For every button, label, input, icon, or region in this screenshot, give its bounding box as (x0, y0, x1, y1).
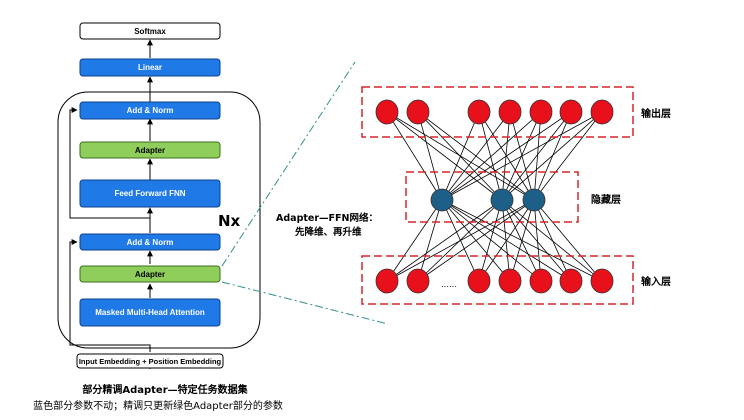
edge-input-2-hidden-2 (478, 199, 535, 282)
edge-input-1-hidden-0 (417, 199, 443, 282)
flow-arrows (69, 39, 153, 369)
edge-input-3-hidden-2 (509, 199, 535, 282)
hidden-node-1 (490, 188, 514, 212)
edge-hidden-2-output-6 (533, 111, 603, 201)
edge-hidden-0-output-1 (417, 111, 443, 201)
hidden-layer-label: 隐藏层 (591, 193, 621, 206)
edge-hidden-2-output-3 (509, 111, 535, 201)
nx-label: Nx (218, 212, 241, 230)
network-nodes (375, 99, 614, 294)
edge-input-2-hidden-1 (478, 199, 503, 282)
input-node-2 (467, 268, 491, 294)
input-node-4 (529, 268, 553, 294)
adapter-top-label: Adapter (135, 146, 165, 155)
input-layer-box (361, 255, 634, 305)
output-node-4 (529, 99, 553, 125)
ffn-block (79, 179, 221, 208)
embedding-block (76, 353, 224, 369)
add-norm-bottom-block (79, 233, 221, 251)
edge-hidden-0-output-0 (386, 111, 443, 201)
edge-input-6-hidden-1 (501, 199, 603, 282)
edge-hidden-1-output-6 (501, 111, 603, 201)
embedding-label: Input Embedding + Position Embedding (79, 357, 222, 366)
caption-title: 部分精调Adapter—特定任务数据集 (82, 383, 248, 396)
hidden-node-0 (430, 188, 454, 212)
attention-label: Masked Multi-Head Attention (95, 308, 205, 317)
output-node-3 (498, 99, 522, 125)
hidden-layer-box (405, 171, 579, 223)
edge-hidden-2-output-4 (533, 111, 542, 201)
softmax-label: Softmax (134, 27, 166, 36)
edge-input-0-hidden-2 (386, 199, 535, 282)
edge-input-5-hidden-1 (501, 199, 572, 282)
hidden-node-2 (522, 188, 546, 212)
attention-block (79, 298, 221, 327)
input-node-6 (590, 268, 614, 294)
edge-input-1-hidden-2 (417, 199, 535, 282)
network-caption-line1: Adapter—FFN网络： (276, 212, 378, 224)
output-node-5 (559, 99, 583, 125)
edge-input-4-hidden-2 (533, 199, 542, 282)
output-node-6 (590, 99, 614, 125)
input-node-3 (498, 268, 522, 294)
caption-note: 蓝色部分参数不动；精调只更新绿色Adapter部分的参数 (33, 399, 283, 412)
linear-label: Linear (138, 63, 162, 72)
add-norm-top-block (79, 101, 221, 120)
zoom-line-bottom (221, 281, 389, 325)
edge-hidden-0-output-4 (441, 111, 542, 201)
input-node-0 (375, 268, 399, 294)
input-node-1 (406, 268, 430, 294)
output-node-1 (406, 99, 430, 125)
edge-input-6-hidden-2 (533, 199, 603, 282)
nx-container (57, 91, 261, 349)
edge-hidden-1-output-0 (386, 111, 503, 201)
edge-hidden-2-output-2 (478, 111, 535, 201)
adapter-top-block (79, 141, 221, 159)
edge-hidden-1-output-4 (501, 111, 542, 201)
input-layer-label: 输入层 (641, 275, 671, 288)
edge-hidden-2-output-1 (417, 111, 535, 201)
edge-input-0-hidden-1 (386, 199, 503, 282)
output-layer-box (361, 86, 634, 138)
edge-input-3-hidden-1 (501, 199, 511, 282)
edge-hidden-1-output-2 (478, 111, 503, 201)
edge-hidden-2-output-5 (533, 111, 572, 201)
adapter-bottom-label: Adapter (135, 270, 165, 279)
output-node-2 (467, 99, 491, 125)
edge-hidden-1-output-5 (501, 111, 572, 201)
input-node-5 (559, 268, 583, 294)
edge-input-4-hidden-1 (501, 199, 542, 282)
adapter-bottom-block (79, 265, 221, 283)
edge-hidden-1-output-3 (501, 111, 511, 201)
output-node-0 (375, 99, 399, 125)
network-caption-line2: 先降维、再升维 (295, 226, 362, 238)
edge-input-0-hidden-0 (386, 199, 443, 282)
output-layer-label: 输出层 (641, 107, 671, 120)
network-edges (386, 111, 603, 282)
input-ellipsis: …… (441, 280, 457, 289)
add-norm-top-label: Add & Norm (127, 106, 174, 115)
edge-hidden-2-output-0 (386, 111, 535, 201)
softmax-block (79, 22, 221, 40)
ffn-label: Feed Forward FNN (114, 189, 185, 198)
edge-input-5-hidden-2 (533, 199, 572, 282)
add-norm-bottom-label: Add & Norm (127, 238, 174, 247)
edge-input-4-hidden-0 (441, 199, 542, 282)
linear-block (79, 58, 221, 77)
